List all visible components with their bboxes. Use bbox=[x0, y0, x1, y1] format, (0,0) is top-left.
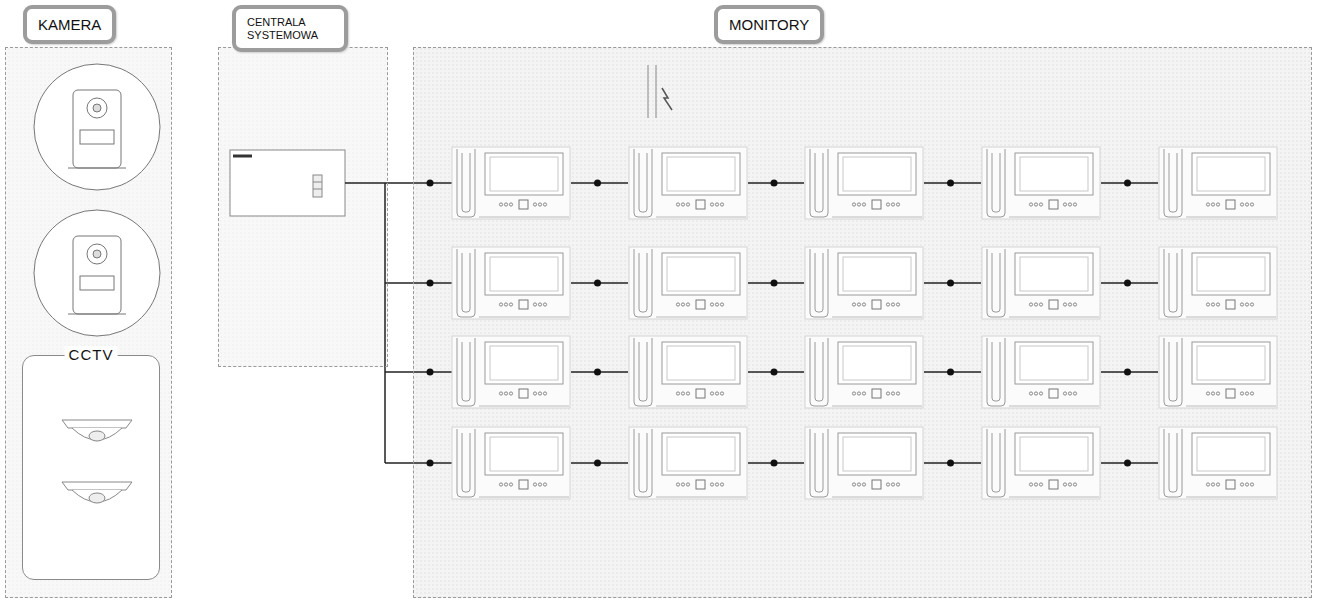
monitor-unit bbox=[1159, 427, 1277, 499]
region-fill bbox=[413, 47, 1312, 598]
monitor-unit bbox=[982, 427, 1100, 499]
door-camera bbox=[34, 210, 160, 336]
bus-wiring bbox=[345, 180, 1158, 467]
region-heading: CENTRALA SYSTEMOWA bbox=[247, 16, 333, 41]
monitor-unit bbox=[982, 147, 1100, 219]
region-fill bbox=[5, 47, 172, 598]
monitor-unit bbox=[982, 247, 1100, 319]
monitor-unit bbox=[805, 247, 923, 319]
system-unit bbox=[230, 150, 345, 216]
dome-camera bbox=[62, 482, 132, 503]
heading-frame: MONITORY bbox=[714, 5, 824, 44]
monitor-unit bbox=[629, 427, 747, 499]
monitor-unit bbox=[1159, 247, 1277, 319]
monitor-unit bbox=[1159, 147, 1277, 219]
monitor-unit bbox=[629, 147, 747, 219]
monitor-unit bbox=[805, 427, 923, 499]
wireless-symbol bbox=[648, 65, 672, 118]
region-fill bbox=[218, 47, 388, 367]
cctv-group: CCTV bbox=[22, 355, 160, 580]
system-region: CENTRALA SYSTEMOWA bbox=[218, 47, 388, 367]
heading-frame: KAMERA bbox=[23, 5, 116, 44]
monitor-unit bbox=[982, 336, 1100, 408]
monitor-unit bbox=[1159, 336, 1277, 408]
door-camera bbox=[34, 64, 160, 190]
monitor-region: MONITORY bbox=[413, 47, 1312, 598]
monitor-grid bbox=[452, 147, 1277, 499]
cctv-fill bbox=[22, 355, 160, 580]
monitor-unit bbox=[629, 247, 747, 319]
dome-camera bbox=[62, 420, 132, 441]
monitor-unit bbox=[452, 427, 570, 499]
monitor-unit bbox=[629, 336, 747, 408]
region-heading: KAMERA bbox=[38, 16, 101, 33]
monitor-unit bbox=[452, 336, 570, 408]
monitor-unit bbox=[805, 336, 923, 408]
camera-region: KAMERACCTV bbox=[5, 47, 172, 598]
bus-connector bbox=[388, 182, 413, 184]
group-label: CCTV bbox=[65, 346, 118, 364]
heading-frame: CENTRALA SYSTEMOWA bbox=[232, 5, 348, 52]
monitor-unit bbox=[805, 147, 923, 219]
monitor-unit bbox=[452, 247, 570, 319]
monitor-unit bbox=[452, 147, 570, 219]
region-heading: MONITORY bbox=[729, 16, 809, 33]
